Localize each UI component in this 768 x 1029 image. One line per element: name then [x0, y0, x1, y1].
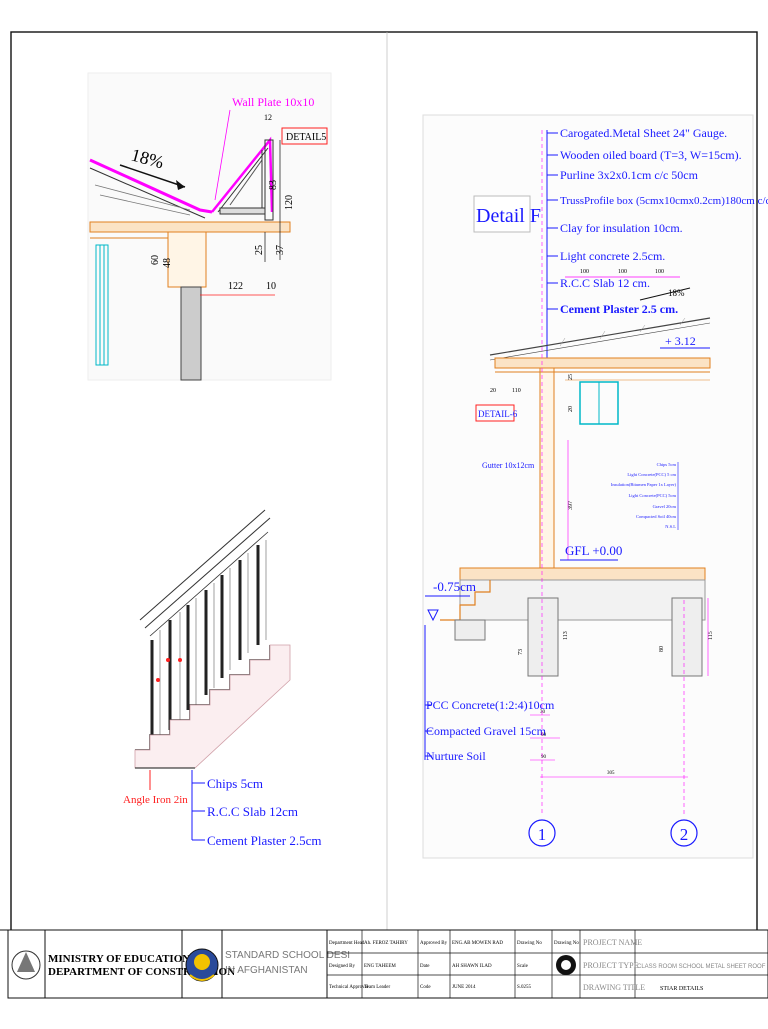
- stair-detail: Chips 5cm R.C.C Slab 12cm Cement Plaster…: [123, 509, 321, 848]
- grid-axis-1: [528, 819, 556, 847]
- detail6-tag: DETAIL-6: [478, 409, 518, 419]
- roof-layer: Cement Plaster 2.5 cm.: [560, 302, 678, 316]
- gfl-label: GFL +0.00: [565, 543, 622, 558]
- dim: 73: [518, 649, 524, 655]
- foundation-layer: PCC Concrete(1:2:4)10cm: [426, 698, 555, 712]
- tb-cell: ENG.AB MOWEN RAD: [452, 941, 503, 946]
- tb-cell: Code: [420, 985, 431, 990]
- title-block: MINISTRY OF EDUCATION DEPARTMENT OF CONS…: [0, 929, 768, 999]
- stair-layer: R.C.C Slab 12cm: [207, 804, 298, 819]
- drawing-title-value: STIAR DETAILS: [660, 986, 703, 992]
- dim: 25: [254, 245, 265, 255]
- dim: 12: [264, 113, 272, 122]
- roof-eave-detail: 18% Wall Plate 10x10 DETAIL5 12 83 120 3…: [87, 72, 332, 381]
- dim: 100: [580, 269, 589, 275]
- tb-cell: Drawing No: [554, 941, 579, 946]
- dim: 397: [568, 501, 574, 510]
- dim: 60: [150, 255, 161, 265]
- dim: 10: [266, 281, 276, 292]
- dim: 30: [540, 710, 546, 715]
- axis-label: 2: [680, 825, 689, 844]
- floor-layer: Light Concrete(PCC) 5 cm: [627, 472, 676, 477]
- roof-layer: Clay for insulation 10cm.: [560, 221, 683, 235]
- stair-layer: Chips 5cm: [207, 776, 263, 791]
- project-line1: STANDARD SCHOOL DESI: [225, 950, 350, 961]
- dim: 305: [607, 771, 615, 776]
- foundation-layer: Compacted Gravel 15cm: [426, 724, 547, 738]
- detail-f: Detail F Carogated.Metal Sheet 24" Gauge…: [422, 114, 768, 859]
- dim: 100: [618, 269, 627, 275]
- floor-layer: N.S.L: [665, 524, 676, 529]
- dim: 83: [268, 180, 279, 190]
- project-type-value: CLASS ROOM SCHOOL METAL SHEET ROOF: [637, 964, 766, 970]
- tb-project-name-label: PROJECT NAME: [583, 938, 642, 947]
- dim: 20: [490, 388, 496, 394]
- dim: 80: [659, 646, 665, 652]
- tb-cell: Approved By: [420, 941, 448, 946]
- dim: 100: [655, 269, 664, 275]
- detail-f-title: Detail F: [476, 205, 541, 227]
- floor-layer: Insulation(Bitumen Paper 1x Layer): [611, 482, 677, 487]
- tb-cell: Team Leader: [364, 985, 390, 990]
- dim: 110: [512, 388, 521, 394]
- tb-cell: Date: [420, 964, 430, 969]
- roof-layer: Carogated.Metal Sheet 24" Gauge.: [560, 126, 727, 140]
- tb-cell: Designed By: [329, 964, 355, 969]
- ministry-name: MINISTRY OF EDUCATION: [48, 953, 190, 965]
- tb-project-type-label: PROJECT TYPE: [583, 961, 639, 970]
- roof-layer: TrussProfile box (5cmx10cmx0.2cm)180cm c…: [560, 195, 768, 207]
- roof-layer: Wooden oiled board (T=3, W=15cm).: [560, 148, 742, 162]
- floor-layer: Gravel 20cm: [653, 504, 677, 509]
- floor-layer: Compacted Soil 40cm: [636, 514, 676, 519]
- tb-cell: Technical Approval: [329, 985, 369, 990]
- tb-cell: Drawing No: [517, 941, 542, 946]
- tb-cell: Scale: [517, 964, 529, 969]
- grid-axis-2: [670, 819, 698, 847]
- project-line2: IN AFGHANISTAN: [225, 965, 308, 976]
- tb-cell: AH SHAWN ILAD: [452, 964, 492, 969]
- detail5-tag: DETAIL5: [286, 132, 326, 143]
- tb-cell: S.0255: [517, 985, 532, 990]
- dim: 90: [541, 755, 547, 760]
- tb-cell: Department Head: [329, 941, 365, 946]
- dim: 20: [568, 406, 574, 412]
- level-top: + 3.12: [665, 334, 696, 348]
- floor-layer: Light Concrete(PCC) 5cm: [629, 493, 677, 498]
- dim: 115: [708, 631, 714, 640]
- dim: 113: [563, 631, 569, 640]
- roof-layer: R.C.C Slab 12 cm.: [560, 276, 650, 290]
- dim: 25: [568, 374, 574, 380]
- floor-layer: Chips 5cm: [657, 462, 677, 467]
- stair-layer: Cement Plaster 2.5cm: [207, 833, 321, 848]
- level-bottom: -0.75cm: [433, 579, 476, 594]
- roof-slope: 18%: [668, 288, 685, 298]
- wall-plate-label: Wall Plate 10x10: [232, 95, 314, 109]
- dim: 120: [284, 195, 295, 210]
- angle-iron-label: Angle Iron 2in: [123, 794, 188, 806]
- gutter-label: Gutter 10x12cm: [482, 461, 535, 470]
- tb-cell: Ah. FEROZ TAHIRY: [364, 941, 408, 946]
- axis-label: 1: [538, 825, 547, 844]
- tb-drawing-title-label: DRAWING TITLE: [583, 983, 645, 992]
- dim: 48: [162, 258, 173, 268]
- foundation-layer: Nurture Soil: [426, 749, 486, 763]
- tb-cell: JUNE 2014: [452, 985, 476, 990]
- dim: 37: [275, 245, 286, 255]
- dim: 60: [541, 733, 547, 738]
- dim: 122: [228, 281, 243, 292]
- tb-cell: ENG TAHEEM: [364, 964, 396, 969]
- roof-layer: Light concrete 2.5cm.: [560, 249, 665, 263]
- roof-layer: Purline 3x2x0.1cm c/c 50cm: [560, 168, 699, 182]
